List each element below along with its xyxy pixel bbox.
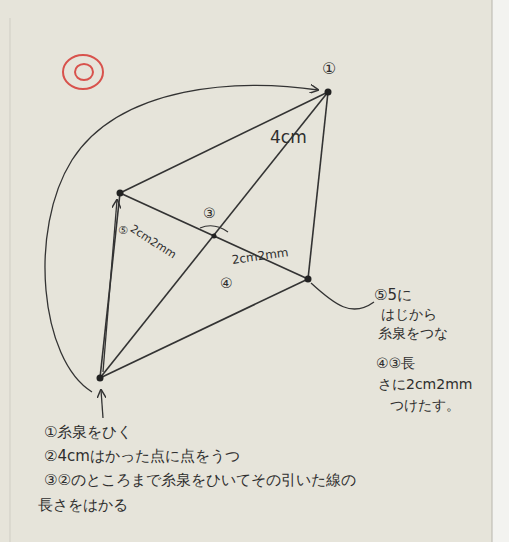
figure-label: 4cm xyxy=(270,128,307,147)
margin-line xyxy=(10,18,11,542)
step-note: ①糸泉をひく xyxy=(44,424,132,441)
figure-label: つけたす。 xyxy=(390,398,460,413)
figure-label: 2cm2mm xyxy=(128,223,178,262)
step-arrows xyxy=(45,85,374,418)
figure-label: 糸泉をつな xyxy=(378,326,448,341)
figure-label: ⑤ xyxy=(118,225,128,237)
figure-label: はじから xyxy=(381,307,437,322)
grade-mark xyxy=(63,55,103,89)
figure-label: ① xyxy=(322,60,336,78)
figure-label: ④ xyxy=(220,276,233,291)
figure-label: ③ xyxy=(203,206,216,221)
figure-label: 2cm2mm xyxy=(231,246,289,267)
step-note: ②4cmはかった点に点をうつ xyxy=(44,448,240,465)
figure-label: ④③長 xyxy=(376,356,415,371)
step-note: 長さをはかる xyxy=(38,497,128,514)
rhombus-figure xyxy=(100,92,328,378)
step-note: ③②のところまで糸泉をひいてその引いた線の xyxy=(44,472,356,489)
figure-label: ⑤5に xyxy=(374,287,412,304)
figure-label: さに2cm2mm xyxy=(378,377,472,392)
points xyxy=(97,89,332,382)
page-edge-line xyxy=(492,0,493,542)
page-edge xyxy=(492,0,509,542)
